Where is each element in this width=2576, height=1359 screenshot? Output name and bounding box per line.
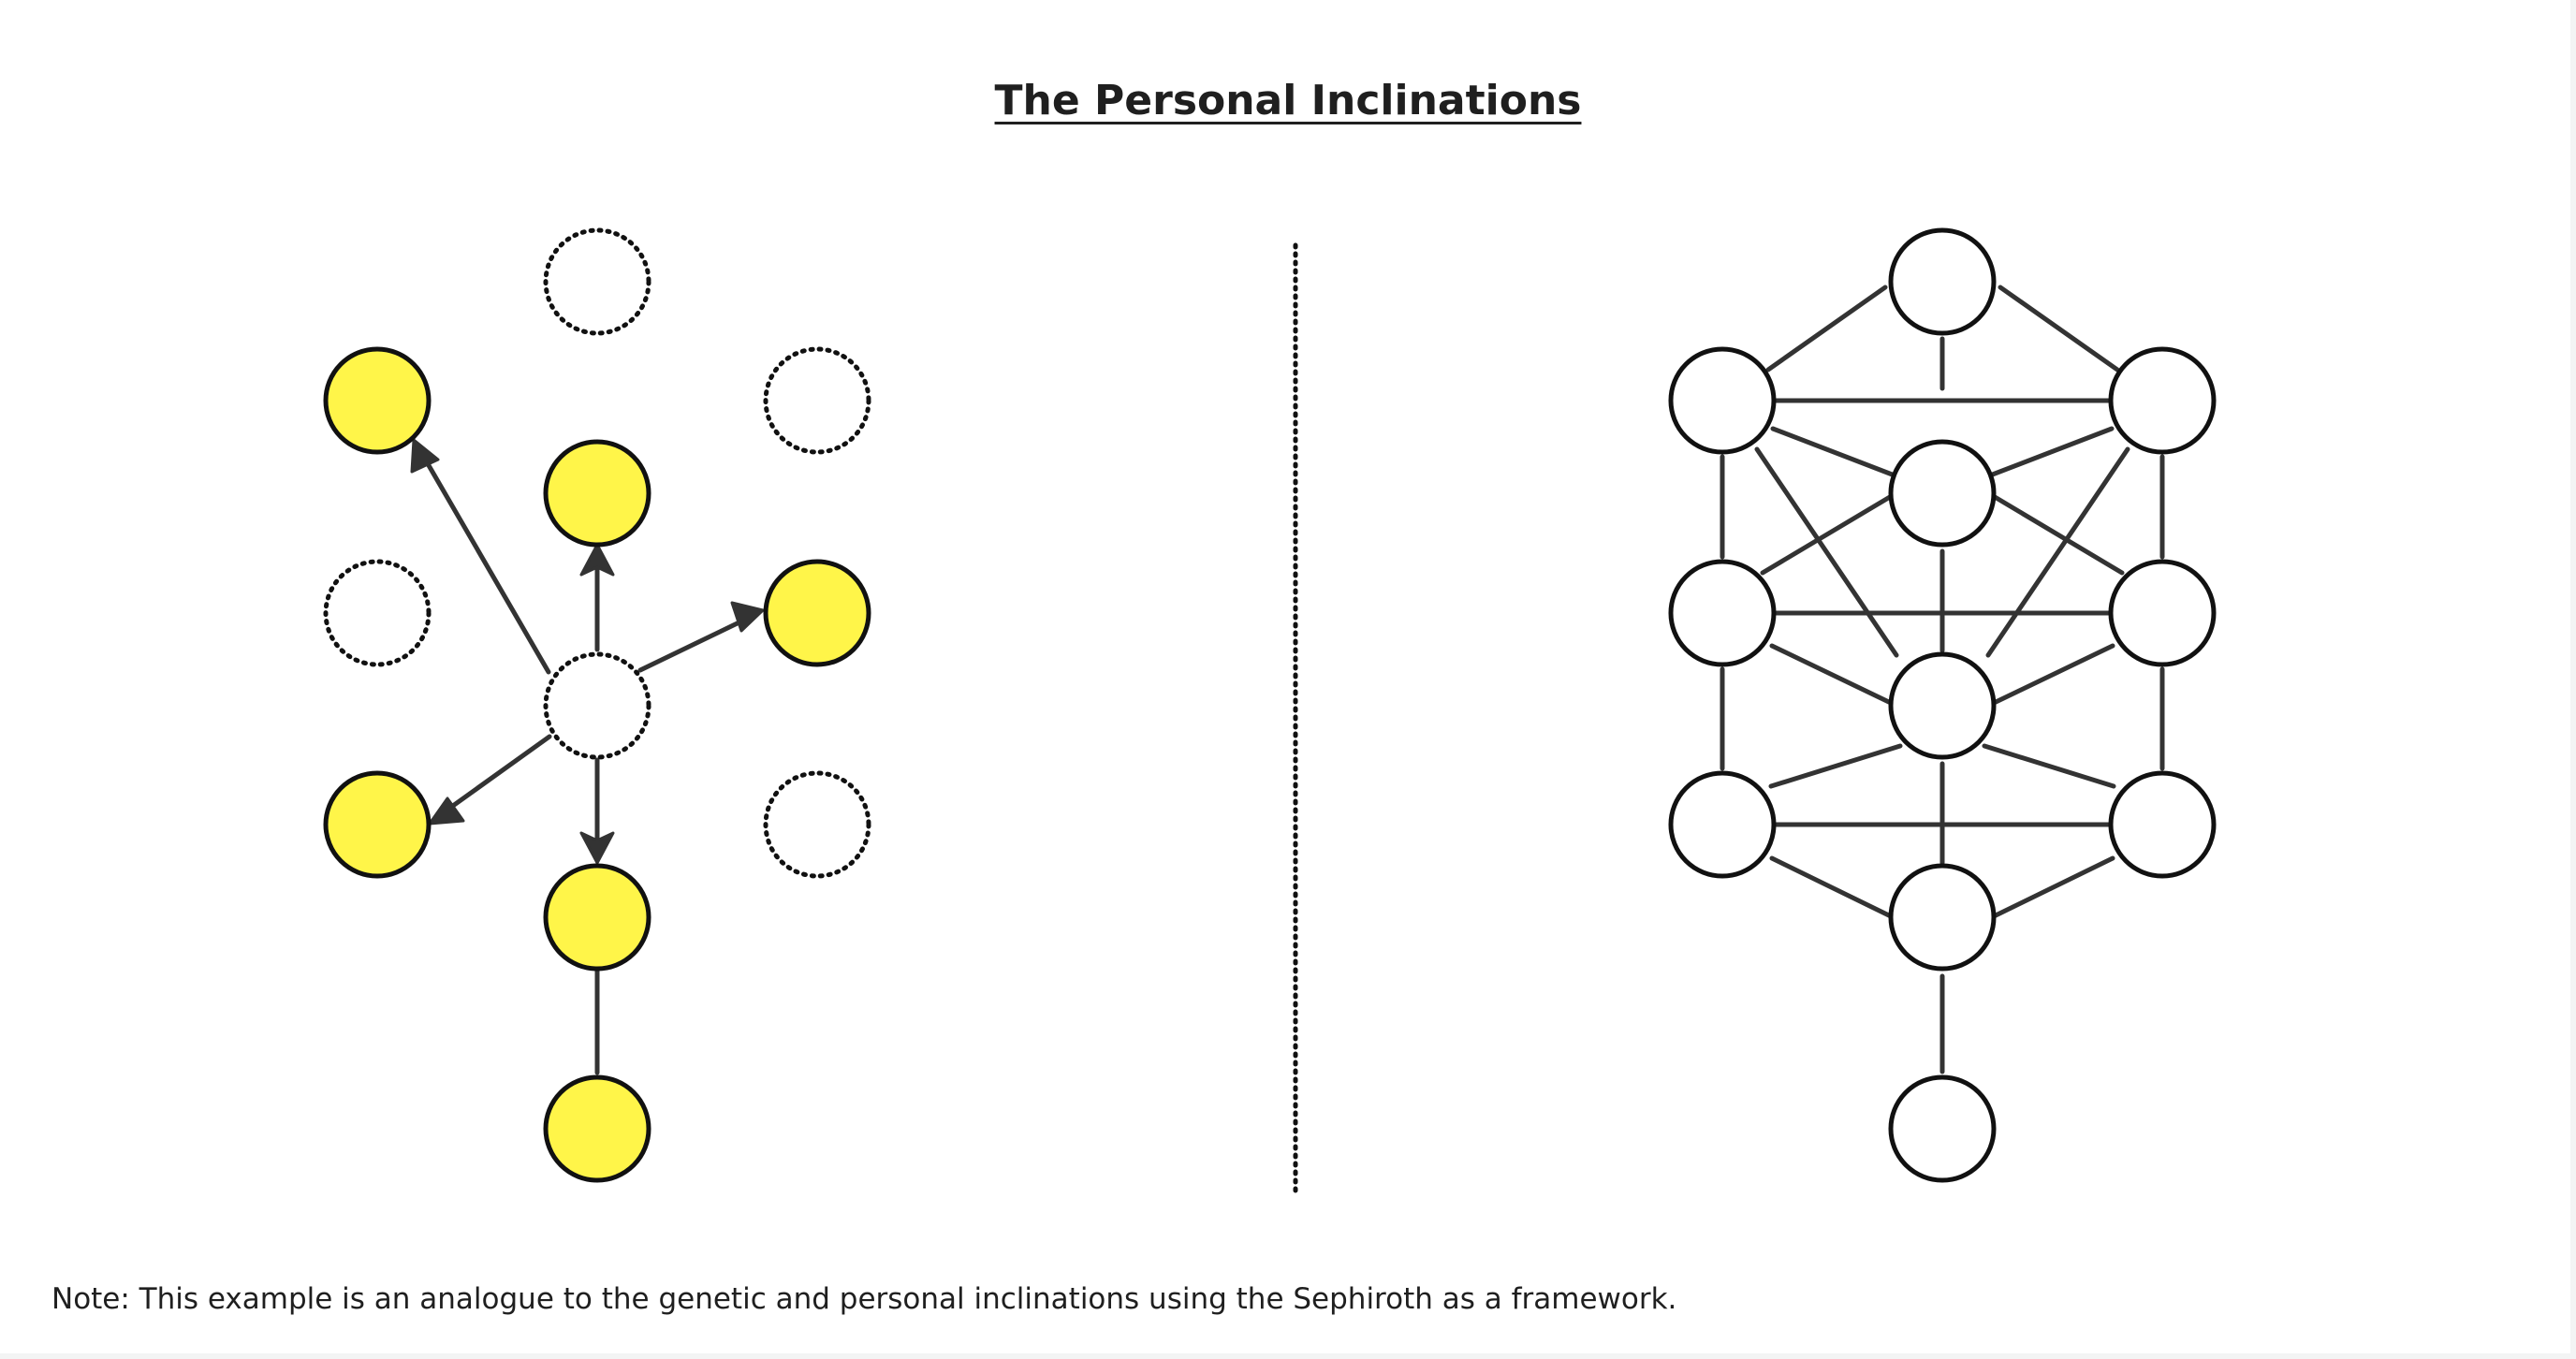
footnote: Note: This example is an analogue to the… <box>51 1282 1677 1316</box>
path-3-6 <box>1987 426 2115 478</box>
yellow-node-upper-left <box>323 346 432 455</box>
tree-node-mid-left <box>1668 559 1777 667</box>
yellow-node-lower-left <box>323 770 432 879</box>
yellow-node-upper-center <box>543 439 651 548</box>
path-8-10 <box>1989 855 2115 920</box>
arrowhead-upper-left <box>410 438 440 474</box>
arrowhead-right <box>730 601 765 633</box>
path-6-4 <box>1760 491 1897 576</box>
path-5-9 <box>1989 643 2115 707</box>
path-9-8 <box>1982 743 2116 789</box>
path-7-10 <box>1769 855 1895 920</box>
arrowhead-upper-center <box>579 543 615 577</box>
dotted-node-upper-right <box>763 346 871 455</box>
path-3-9 <box>1985 446 2130 658</box>
left-diagram <box>323 227 871 1183</box>
left-yellow-nodes <box>323 346 871 1183</box>
yellow-node-right <box>763 559 871 667</box>
dotted-node-mid-left <box>323 559 432 667</box>
left-dotted-nodes <box>323 227 871 879</box>
arrow-to-right <box>637 615 752 673</box>
diagram-title: The Personal Inclinations <box>994 77 1582 124</box>
path-1-2 <box>1765 285 1888 373</box>
arrow-to-lower-left <box>441 734 552 815</box>
tree-node-mid-right <box>2108 559 2217 667</box>
tree-node-lower-center <box>1888 863 1997 972</box>
arrow-to-upper-left <box>417 446 551 675</box>
tree-node-upper-left <box>1668 346 1777 455</box>
path-6-5 <box>1987 491 2125 576</box>
yellow-node-lower-center <box>543 863 651 972</box>
path-4-9 <box>1769 643 1895 707</box>
tree-paths <box>1720 285 2165 1074</box>
tree-node-top <box>1888 227 1997 336</box>
path-1-3 <box>1998 285 2120 373</box>
tree-node-upper-right <box>2108 346 2217 455</box>
path-9-7 <box>1768 743 1903 789</box>
dotted-node-lower-right <box>763 770 871 879</box>
tree-node-bottom <box>1888 1074 1997 1183</box>
dotted-node-top <box>543 227 651 336</box>
tree-nodes <box>1668 227 2217 1183</box>
tree-node-center <box>1888 651 1997 760</box>
left-arrowheads <box>410 438 765 865</box>
tree-node-upper-center <box>1888 439 1997 548</box>
left-connectors <box>417 446 752 1075</box>
yellow-node-bottom <box>543 1074 651 1183</box>
dotted-node-center <box>543 651 651 760</box>
right-diagram <box>1668 227 2217 1183</box>
path-2-6 <box>1770 426 1897 478</box>
arrowhead-lower-left <box>428 796 465 826</box>
path-2-9 <box>1754 446 1899 658</box>
tree-node-lower-right <box>2108 770 2217 879</box>
arrowhead-bottom <box>579 831 615 865</box>
tree-node-lower-left <box>1668 770 1777 879</box>
